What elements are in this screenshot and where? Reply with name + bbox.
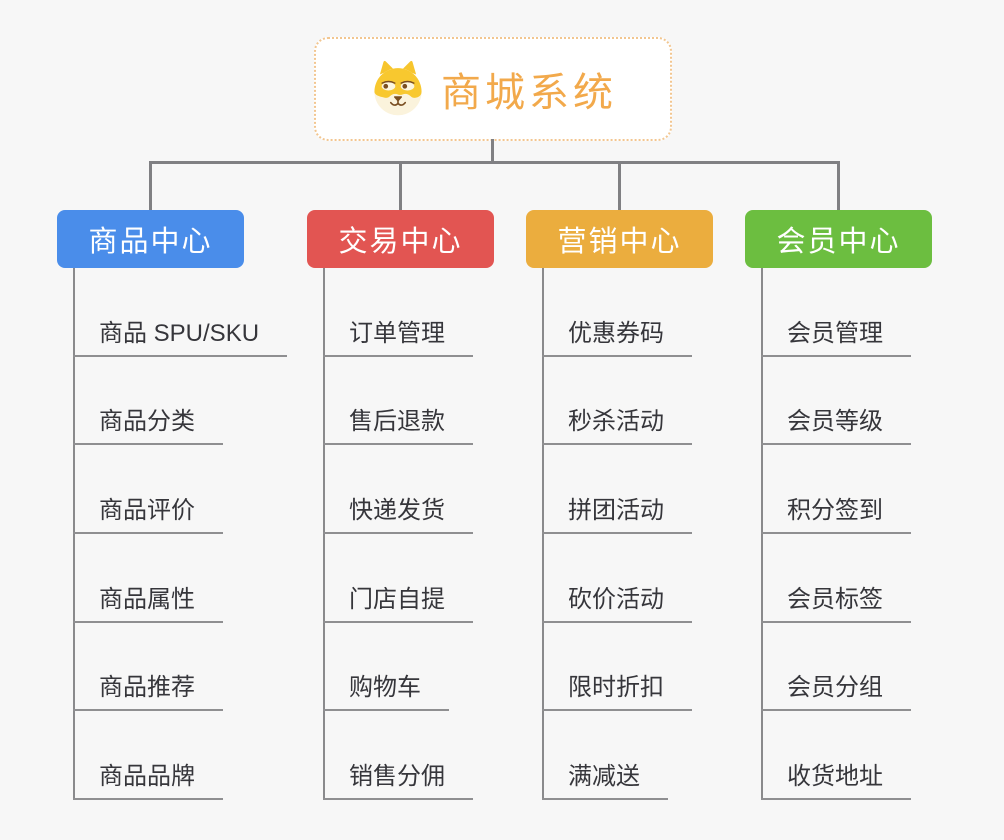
child-label: 优惠券码: [542, 313, 692, 357]
branch-label: 会员中心: [776, 226, 901, 258]
child-node[interactable]: 购物车: [323, 623, 494, 712]
connector-branch-drop: [837, 164, 840, 210]
child-node[interactable]: 会员分组: [761, 623, 932, 712]
branch-children: 会员管理会员等级积分签到会员标签会员分组收货地址: [761, 268, 932, 800]
child-label: 满减送: [542, 756, 668, 800]
branch: 交易中心 订单管理售后退款快递发货门店自提购物车销售分佣: [307, 164, 494, 800]
child-label: 会员标签: [761, 579, 911, 623]
child-node[interactable]: 商品分类: [73, 357, 244, 446]
child-label: 购物车: [323, 667, 449, 712]
child-label: 商品品牌: [73, 756, 223, 800]
child-label: 砍价活动: [542, 579, 692, 623]
child-label: 商品分类: [73, 401, 223, 446]
child-node[interactable]: 会员标签: [761, 534, 932, 623]
child-label: 秒杀活动: [542, 401, 692, 446]
child-label: 积分签到: [761, 490, 911, 534]
branch: 营销中心 优惠券码秒杀活动拼团活动砍价活动限时折扣满减送: [526, 164, 713, 800]
child-label: 会员分组: [761, 667, 911, 712]
branch-children: 优惠券码秒杀活动拼团活动砍价活动限时折扣满减送: [542, 268, 713, 800]
child-node[interactable]: 快递发货: [323, 445, 494, 534]
branch-children: 商品 SPU/SKU 商品分类商品评价商品属性商品推荐商品品牌: [73, 268, 288, 800]
child-label: 会员等级: [761, 401, 911, 446]
branch-node[interactable]: 营销中心: [526, 210, 713, 268]
child-node[interactable]: 收货地址: [761, 711, 932, 800]
child-node[interactable]: 拼团活动: [542, 445, 713, 534]
doge-icon: [374, 60, 422, 116]
branch: 商品中心 商品 SPU/SKU 商品分类商品评价商品属性商品推荐商品品牌: [57, 164, 288, 800]
child-node[interactable]: 限时折扣: [542, 623, 713, 712]
branch-node[interactable]: 会员中心: [745, 210, 932, 268]
child-label: 快递发货: [323, 490, 473, 534]
child-label: 会员管理: [761, 313, 911, 357]
child-label: 拼团活动: [542, 490, 692, 534]
child-label: 限时折扣: [542, 667, 692, 712]
child-node[interactable]: 订单管理: [323, 268, 494, 357]
child-node[interactable]: 会员等级: [761, 357, 932, 446]
child-node[interactable]: 优惠券码: [542, 268, 713, 357]
branch: 会员中心 会员管理会员等级积分签到会员标签会员分组收货地址: [745, 164, 932, 800]
child-node[interactable]: 满减送: [542, 711, 713, 800]
connector-root-stem: [491, 139, 494, 163]
branch-node[interactable]: 商品中心: [57, 210, 244, 268]
child-label: 商品属性: [73, 579, 223, 623]
branch-node[interactable]: 交易中心: [307, 210, 494, 268]
child-node[interactable]: 秒杀活动: [542, 357, 713, 446]
child-label: 商品评价: [73, 490, 223, 534]
child-label: 商品 SPU/SKU: [73, 313, 288, 357]
child-label: 门店自提: [323, 579, 473, 623]
connector-branch-drop: [399, 164, 402, 210]
child-node[interactable]: 售后退款: [323, 357, 494, 446]
child-node[interactable]: 商品 SPU/SKU: [73, 268, 288, 357]
child-label: 收货地址: [761, 756, 911, 800]
child-label: 售后退款: [323, 401, 473, 446]
child-node[interactable]: 砍价活动: [542, 534, 713, 623]
child-node[interactable]: 积分签到: [761, 445, 932, 534]
connector-branch-drop: [618, 164, 621, 210]
connector-trunk: [149, 161, 840, 164]
branch-label: 营销中心: [557, 226, 682, 258]
child-node[interactable]: 会员管理: [761, 268, 932, 357]
child-node[interactable]: 销售分佣: [323, 711, 494, 800]
connector-branch-drop: [149, 164, 152, 210]
child-node[interactable]: 门店自提: [323, 534, 494, 623]
root-title: 商城系统: [441, 71, 617, 115]
branch-label: 交易中心: [338, 226, 463, 258]
child-node[interactable]: 商品属性: [73, 534, 244, 623]
child-label: 订单管理: [323, 313, 473, 357]
branch-label: 商品中心: [88, 226, 213, 258]
child-label: 销售分佣: [323, 756, 473, 800]
root-node[interactable]: 商城系统: [314, 37, 672, 141]
child-node[interactable]: 商品推荐: [73, 623, 244, 712]
branch-children: 订单管理售后退款快递发货门店自提购物车销售分佣: [323, 268, 494, 800]
child-node[interactable]: 商品评价: [73, 445, 244, 534]
child-label: 商品推荐: [73, 667, 223, 712]
child-node[interactable]: 商品品牌: [73, 711, 244, 800]
